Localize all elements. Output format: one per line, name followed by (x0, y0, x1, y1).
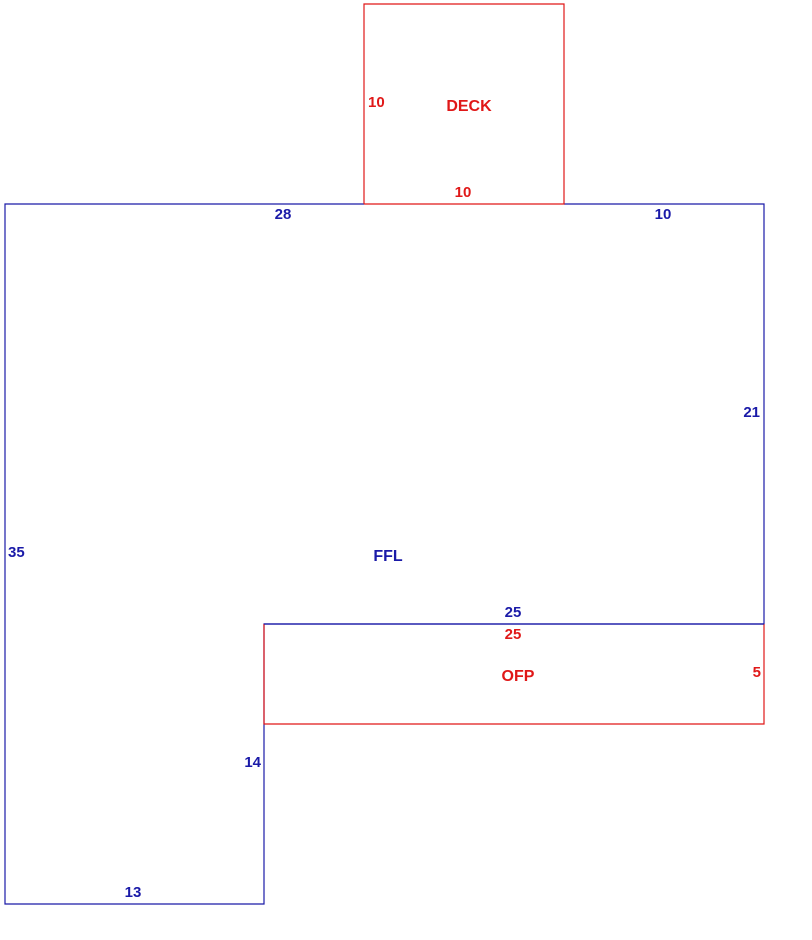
main-bottom-dimension: 13 (125, 884, 142, 901)
main-area-outline (4, 203, 765, 905)
main-top-right-dimension: 10 (655, 206, 672, 223)
deck-area-label: DECK (446, 98, 492, 115)
main-right-dimension: 21 (743, 404, 760, 421)
main-left-dimension: 35 (8, 544, 25, 561)
porch-outline (263, 624, 765, 725)
deck-left-dimension: 10 (368, 94, 385, 111)
main-top-left-dimension: 28 (275, 206, 292, 223)
deck-outline (363, 3, 565, 205)
porch-right-dimension: 5 (753, 664, 761, 681)
main-inner-left-dimension: 14 (244, 754, 261, 771)
deck-bottom-dimension: 10 (455, 184, 472, 201)
porch-top-dimension: 25 (505, 626, 522, 643)
main-inner-top-dimension: 25 (505, 604, 522, 621)
main-area-label: FFL (373, 548, 403, 565)
porch-area-label: OFP (502, 668, 535, 685)
